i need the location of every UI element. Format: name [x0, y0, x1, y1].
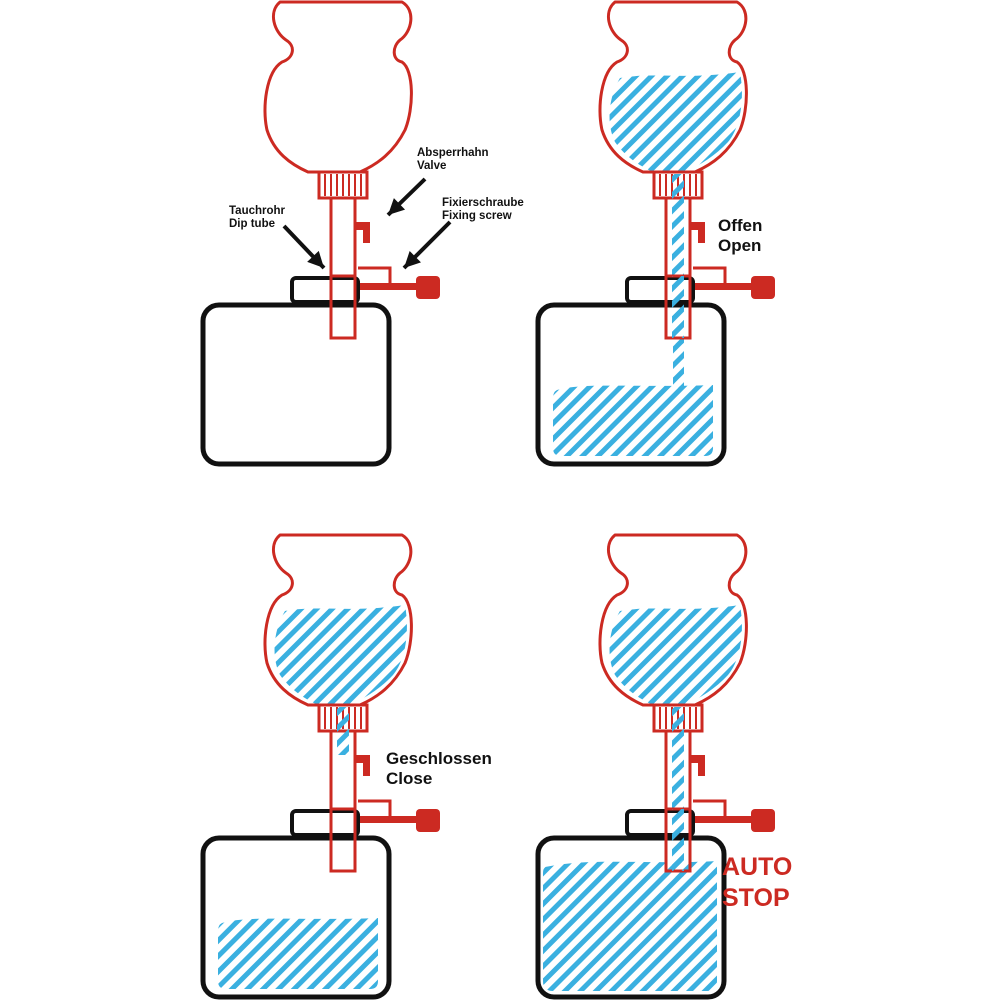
valve-handle: [355, 222, 370, 243]
fixing-screw-rod: [693, 816, 753, 823]
dip-tube-lower: [329, 807, 357, 873]
state-label-autostop: AUTO STOP: [722, 853, 792, 912]
callout-line: Fixierschraube: [442, 197, 524, 209]
tube-water-lower: [672, 276, 684, 338]
callout-arrow-head: [388, 198, 406, 215]
state-label-line: Open: [718, 236, 761, 255]
tube-water-lower: [672, 809, 684, 871]
dip-tube-lower: [329, 274, 357, 340]
panel-closed: [200, 533, 440, 1000]
fixing-screw-knob: [416, 276, 440, 299]
canister-water: [218, 918, 378, 989]
fixing-screw-rod: [358, 816, 418, 823]
state-label-line: Close: [386, 769, 432, 788]
callout-line: Tauchrohr: [229, 205, 286, 217]
bottle-water: [609, 72, 742, 172]
state-label-line: STOP: [722, 884, 790, 912]
water-stream: [673, 338, 684, 388]
canister: [535, 302, 727, 467]
callout-line: Fixing screw: [442, 210, 512, 222]
water-bottle: [263, 0, 413, 174]
fixing-screw-knob: [416, 809, 440, 832]
fixing-bracket: [693, 266, 727, 284]
dip-tube: [329, 196, 357, 340]
fixing-bracket: [693, 799, 727, 817]
tube-water: [337, 707, 349, 755]
valve-handle: [690, 755, 705, 776]
canister-water: [553, 385, 713, 456]
callout-line: Dip tube: [229, 218, 275, 230]
canister: [200, 302, 392, 467]
valve-handle: [355, 755, 370, 776]
callout-arrow-head: [307, 250, 324, 268]
bottle-water: [609, 605, 742, 705]
panel-autostop: [535, 533, 775, 1000]
state-label-line: Offen: [718, 216, 762, 235]
valve-handle: [690, 222, 705, 243]
bottle-water: [274, 605, 407, 705]
fixing-screw-rod: [358, 283, 418, 290]
canister-cap: [290, 276, 360, 304]
callout-line: Valve: [417, 160, 446, 172]
canister-water: [543, 861, 717, 991]
fixing-bracket: [358, 799, 392, 817]
fixing-screw-knob: [751, 276, 775, 299]
fixing-bracket: [358, 266, 392, 284]
canister: [535, 835, 727, 1000]
callout-line: Absperrhahn: [417, 147, 489, 159]
panel-open: [535, 0, 775, 467]
fixing-screw-knob: [751, 809, 775, 832]
state-label-line: AUTO: [722, 853, 792, 881]
canister: [200, 835, 392, 1000]
state-label-line: Geschlossen: [386, 749, 492, 768]
fixing-screw-rod: [693, 283, 753, 290]
canister-cap: [290, 809, 360, 837]
callout-arrow-head: [404, 251, 421, 268]
